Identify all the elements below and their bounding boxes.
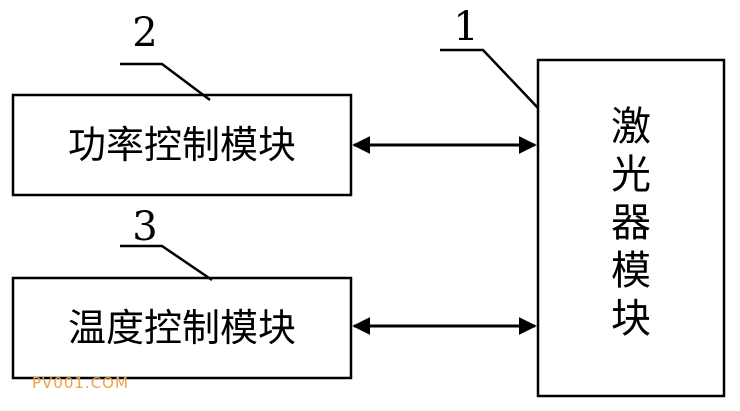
power-control-box <box>11 93 353 197</box>
laser-module-box <box>536 58 726 398</box>
reference-number-2: 2 <box>132 10 157 56</box>
leader-line-2 <box>120 62 211 101</box>
watermark-text: PV001.COM <box>32 374 129 392</box>
laser-module-char-3: 器 <box>611 200 651 246</box>
power-control-label: 功率控制模块 <box>68 123 296 167</box>
laser-module-char-4: 模 <box>611 248 651 294</box>
temperature-control-label: 温度控制模块 <box>68 306 296 350</box>
leader-line-3 <box>120 244 213 282</box>
laser-module-char-2: 光 <box>611 152 651 198</box>
laser-module-char-5: 块 <box>611 296 651 342</box>
reference-number-3: 3 <box>132 204 157 250</box>
temperature-control-box <box>11 276 353 380</box>
laser-module: 激 光 器 模 块 <box>536 58 726 398</box>
temperature-control-module: 温度控制模块 <box>11 276 353 380</box>
power-control-module: 功率控制模块 <box>11 93 353 197</box>
leader-line-1 <box>440 48 539 109</box>
laser-module-char-1: 激 <box>611 104 651 150</box>
reference-number-1: 1 <box>453 4 478 50</box>
